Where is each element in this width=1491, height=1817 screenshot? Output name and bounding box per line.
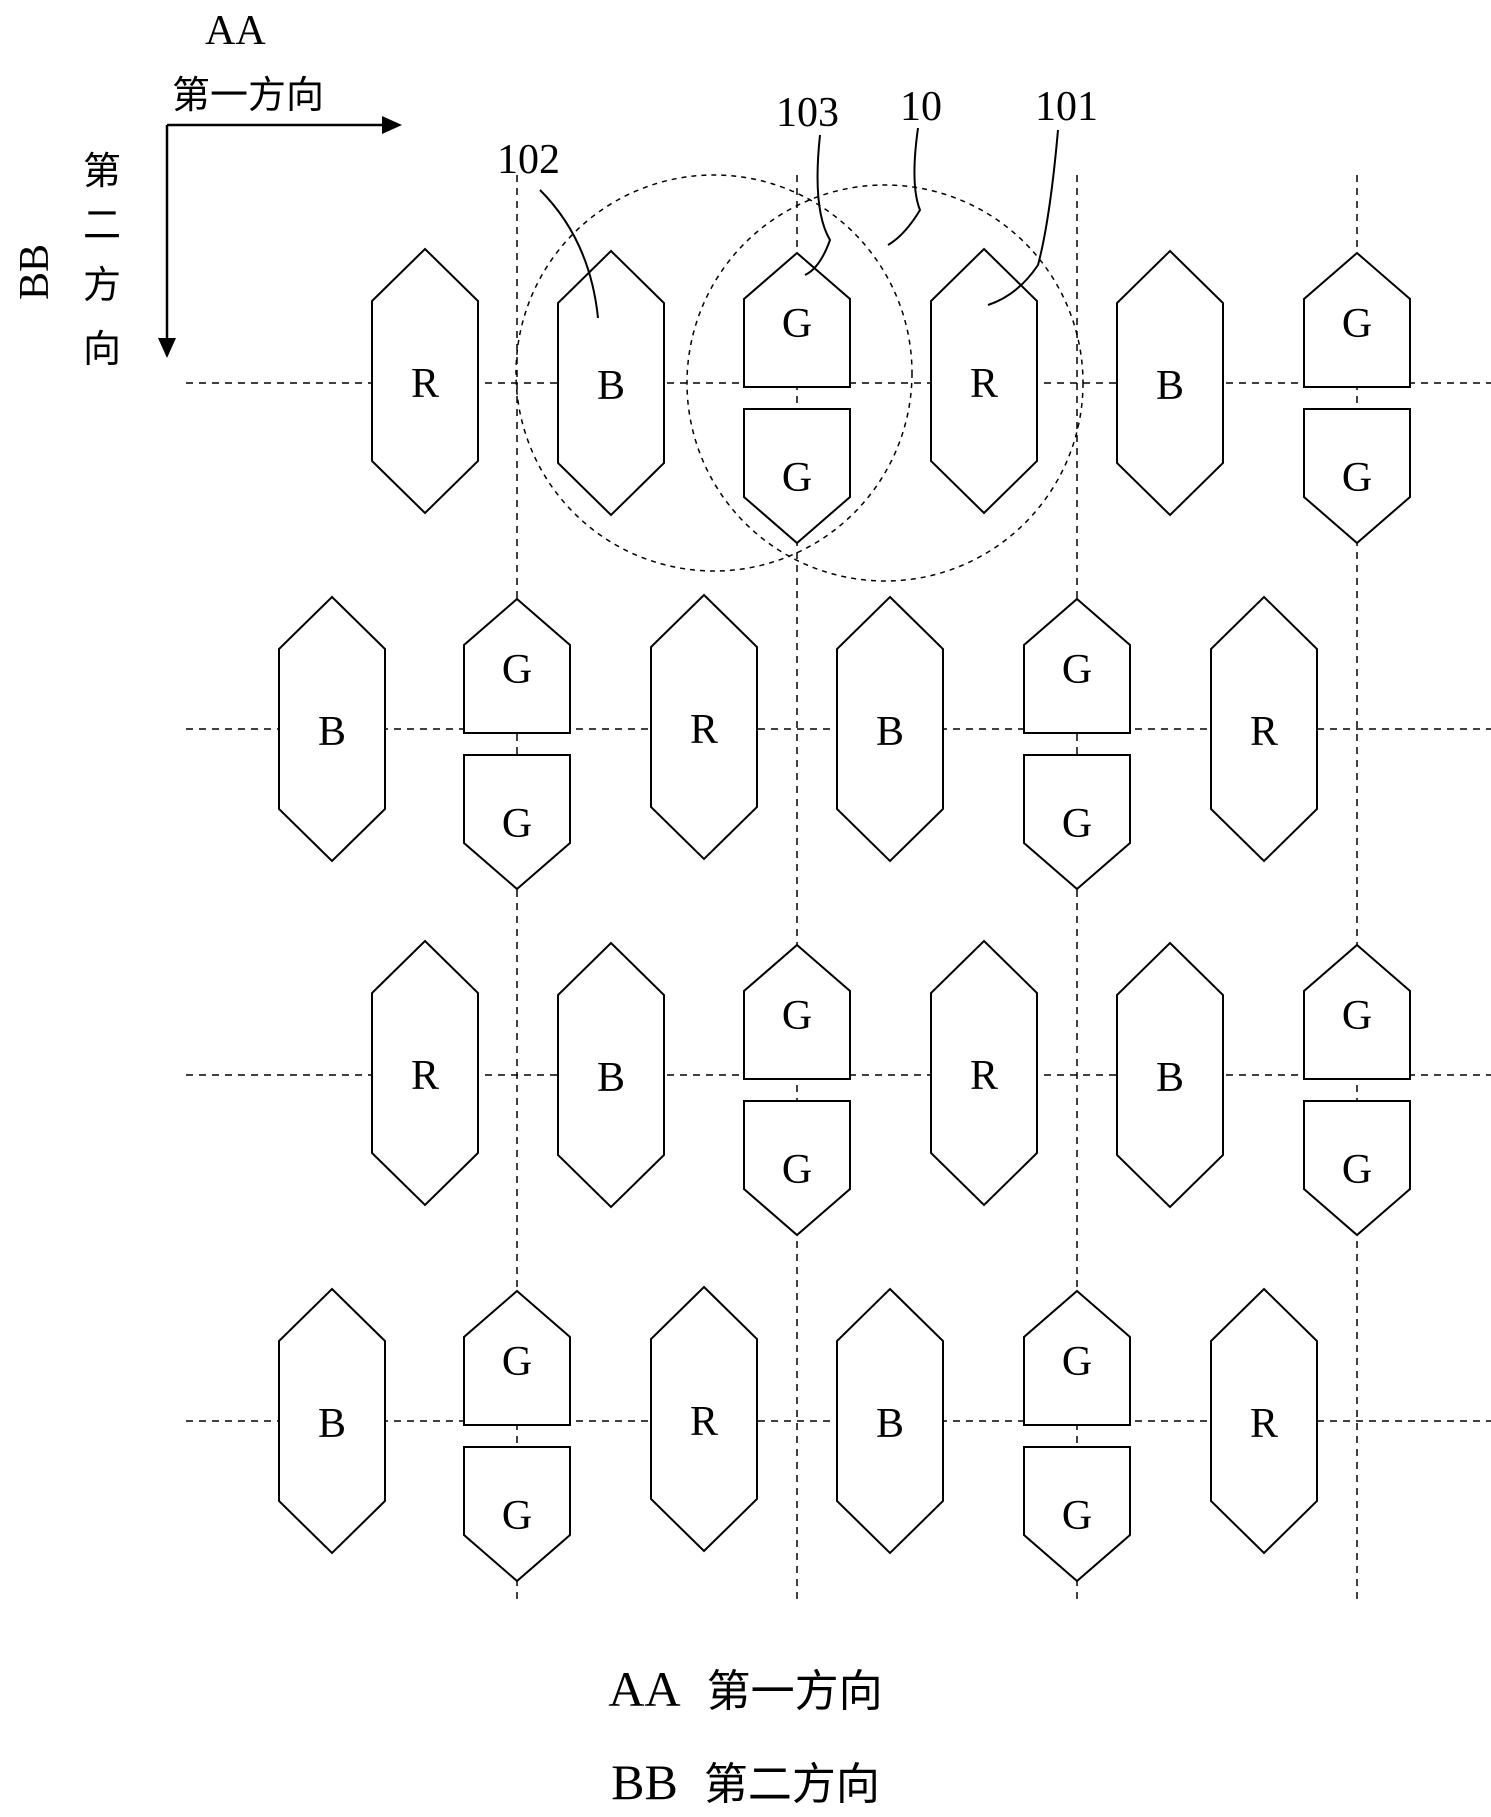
blue-subpixel-label: B	[1156, 363, 1184, 409]
direction-axes: AA 第一方向 BB 第 二 方 向	[12, 8, 402, 371]
leader-101	[987, 129, 1059, 306]
second-direction-label-char-3: 方	[83, 263, 121, 307]
first-direction-arrowhead	[382, 116, 402, 134]
first-direction-label: 第一方向	[172, 73, 324, 117]
repeat-unit-circle-right	[686, 184, 1084, 582]
green-subpixel-label: G	[1062, 801, 1092, 847]
green-subpixel-shape	[1303, 408, 1411, 545]
red-subpixel-label: R	[1250, 709, 1278, 755]
blue-subpixel-shape	[836, 1287, 944, 1555]
red-subpixel-shape	[650, 593, 758, 861]
red-subpixel-shape	[1210, 1287, 1318, 1555]
green-subpixel-label: G	[1062, 647, 1092, 693]
green-subpixel-shape	[743, 408, 851, 545]
red-subpixel-label: R	[970, 1053, 998, 1099]
red-subpixel-label: R	[411, 361, 439, 407]
leader-102	[539, 189, 599, 319]
callout-102: 102	[497, 137, 560, 183]
red-subpixel-shape	[650, 1285, 758, 1553]
blue-subpixel-label: B	[1156, 1055, 1184, 1101]
red-subpixel-shape	[930, 247, 1038, 515]
green-subpixel-shape	[463, 1289, 571, 1426]
repeat-unit-circles	[515, 174, 1084, 582]
blue-subpixel-shape	[1116, 941, 1224, 1209]
callout-10: 10	[900, 84, 942, 130]
red-subpixel-shape	[1210, 595, 1318, 863]
legend-first-text: 第一方向	[706, 1666, 883, 1717]
green-subpixel-shape	[1303, 943, 1411, 1080]
blue-subpixel-shape	[1116, 249, 1224, 517]
blue-subpixel-label: B	[318, 709, 346, 755]
blue-subpixel-shape	[557, 249, 665, 517]
green-subpixel-shape	[463, 754, 571, 891]
green-subpixel-shape	[1023, 597, 1131, 734]
green-subpixel-label: G	[1342, 455, 1372, 501]
legend-first-direction: AA 第一方向	[0, 1655, 1491, 1719]
second-direction-code: BB	[12, 244, 58, 300]
green-subpixel-label: G	[1062, 1339, 1092, 1385]
green-subpixel-shape	[743, 1100, 851, 1237]
blue-subpixel-label: B	[318, 1401, 346, 1447]
red-subpixel-shape	[371, 939, 479, 1207]
legend-second-text: 第二方向	[703, 1759, 880, 1810]
repeat-unit-circle-left	[515, 174, 913, 572]
red-subpixel-label: R	[411, 1053, 439, 1099]
blue-subpixel-label: B	[597, 363, 625, 409]
second-direction-arrowhead	[158, 338, 176, 358]
first-direction-code: AA	[205, 8, 266, 54]
second-direction-label-char-1: 第	[83, 149, 121, 193]
callouts: 102 103 10 101	[497, 84, 1098, 319]
green-subpixel-label: G	[502, 1339, 532, 1385]
green-subpixel-shape	[1303, 1100, 1411, 1237]
green-subpixel-label: G	[502, 801, 532, 847]
red-subpixel-label: R	[1250, 1401, 1278, 1447]
green-subpixel-shape	[743, 251, 851, 388]
second-direction-label-char-2: 二	[83, 203, 121, 247]
green-subpixel-label: G	[502, 1493, 532, 1539]
blue-subpixel-shape	[557, 941, 665, 1209]
leader-10	[887, 127, 922, 246]
green-subpixel-shape	[1303, 251, 1411, 388]
green-subpixel-shape	[1023, 1289, 1131, 1426]
red-subpixel-shape	[371, 247, 479, 515]
green-subpixel-label: G	[782, 993, 812, 1039]
green-subpixel-label: G	[1342, 993, 1372, 1039]
green-subpixel-label: G	[782, 455, 812, 501]
blue-subpixel-shape	[836, 595, 944, 863]
blue-subpixel-label: B	[597, 1055, 625, 1101]
green-subpixel-shape	[463, 597, 571, 734]
blue-subpixel-label: B	[876, 709, 904, 755]
legend-first-code: AA	[608, 1661, 681, 1717]
green-subpixel-label: G	[1062, 1493, 1092, 1539]
callout-101: 101	[1035, 84, 1098, 130]
green-subpixel-shape	[743, 943, 851, 1080]
second-direction-label-char-4: 向	[83, 327, 121, 371]
blue-subpixel-label: B	[876, 1401, 904, 1447]
blue-subpixel-shape	[278, 595, 386, 863]
legend-second-code: BB	[611, 1754, 678, 1810]
leader-103	[804, 134, 832, 276]
red-subpixel-shape	[930, 939, 1038, 1207]
green-subpixel-shape	[1023, 754, 1131, 891]
blue-subpixel-shape	[278, 1287, 386, 1555]
red-subpixel-label: R	[970, 361, 998, 407]
red-subpixel-label: R	[690, 1399, 718, 1445]
legend-second-direction: BB 第二方向	[0, 1748, 1491, 1812]
green-subpixel-label: G	[502, 647, 532, 693]
green-subpixel-label: G	[782, 301, 812, 347]
green-subpixel-shape	[1023, 1446, 1131, 1583]
green-subpixel-label: G	[1342, 1147, 1372, 1193]
subpixel-grid: R B G G R B G G R B G G R B G G B G G R B G G R B G G R B G G R	[278, 247, 1411, 1583]
green-subpixel-label: G	[1342, 301, 1372, 347]
green-subpixel-label: G	[782, 1147, 812, 1193]
red-subpixel-label: R	[690, 707, 718, 753]
green-subpixel-shape	[463, 1446, 571, 1583]
callout-103: 103	[776, 90, 839, 136]
